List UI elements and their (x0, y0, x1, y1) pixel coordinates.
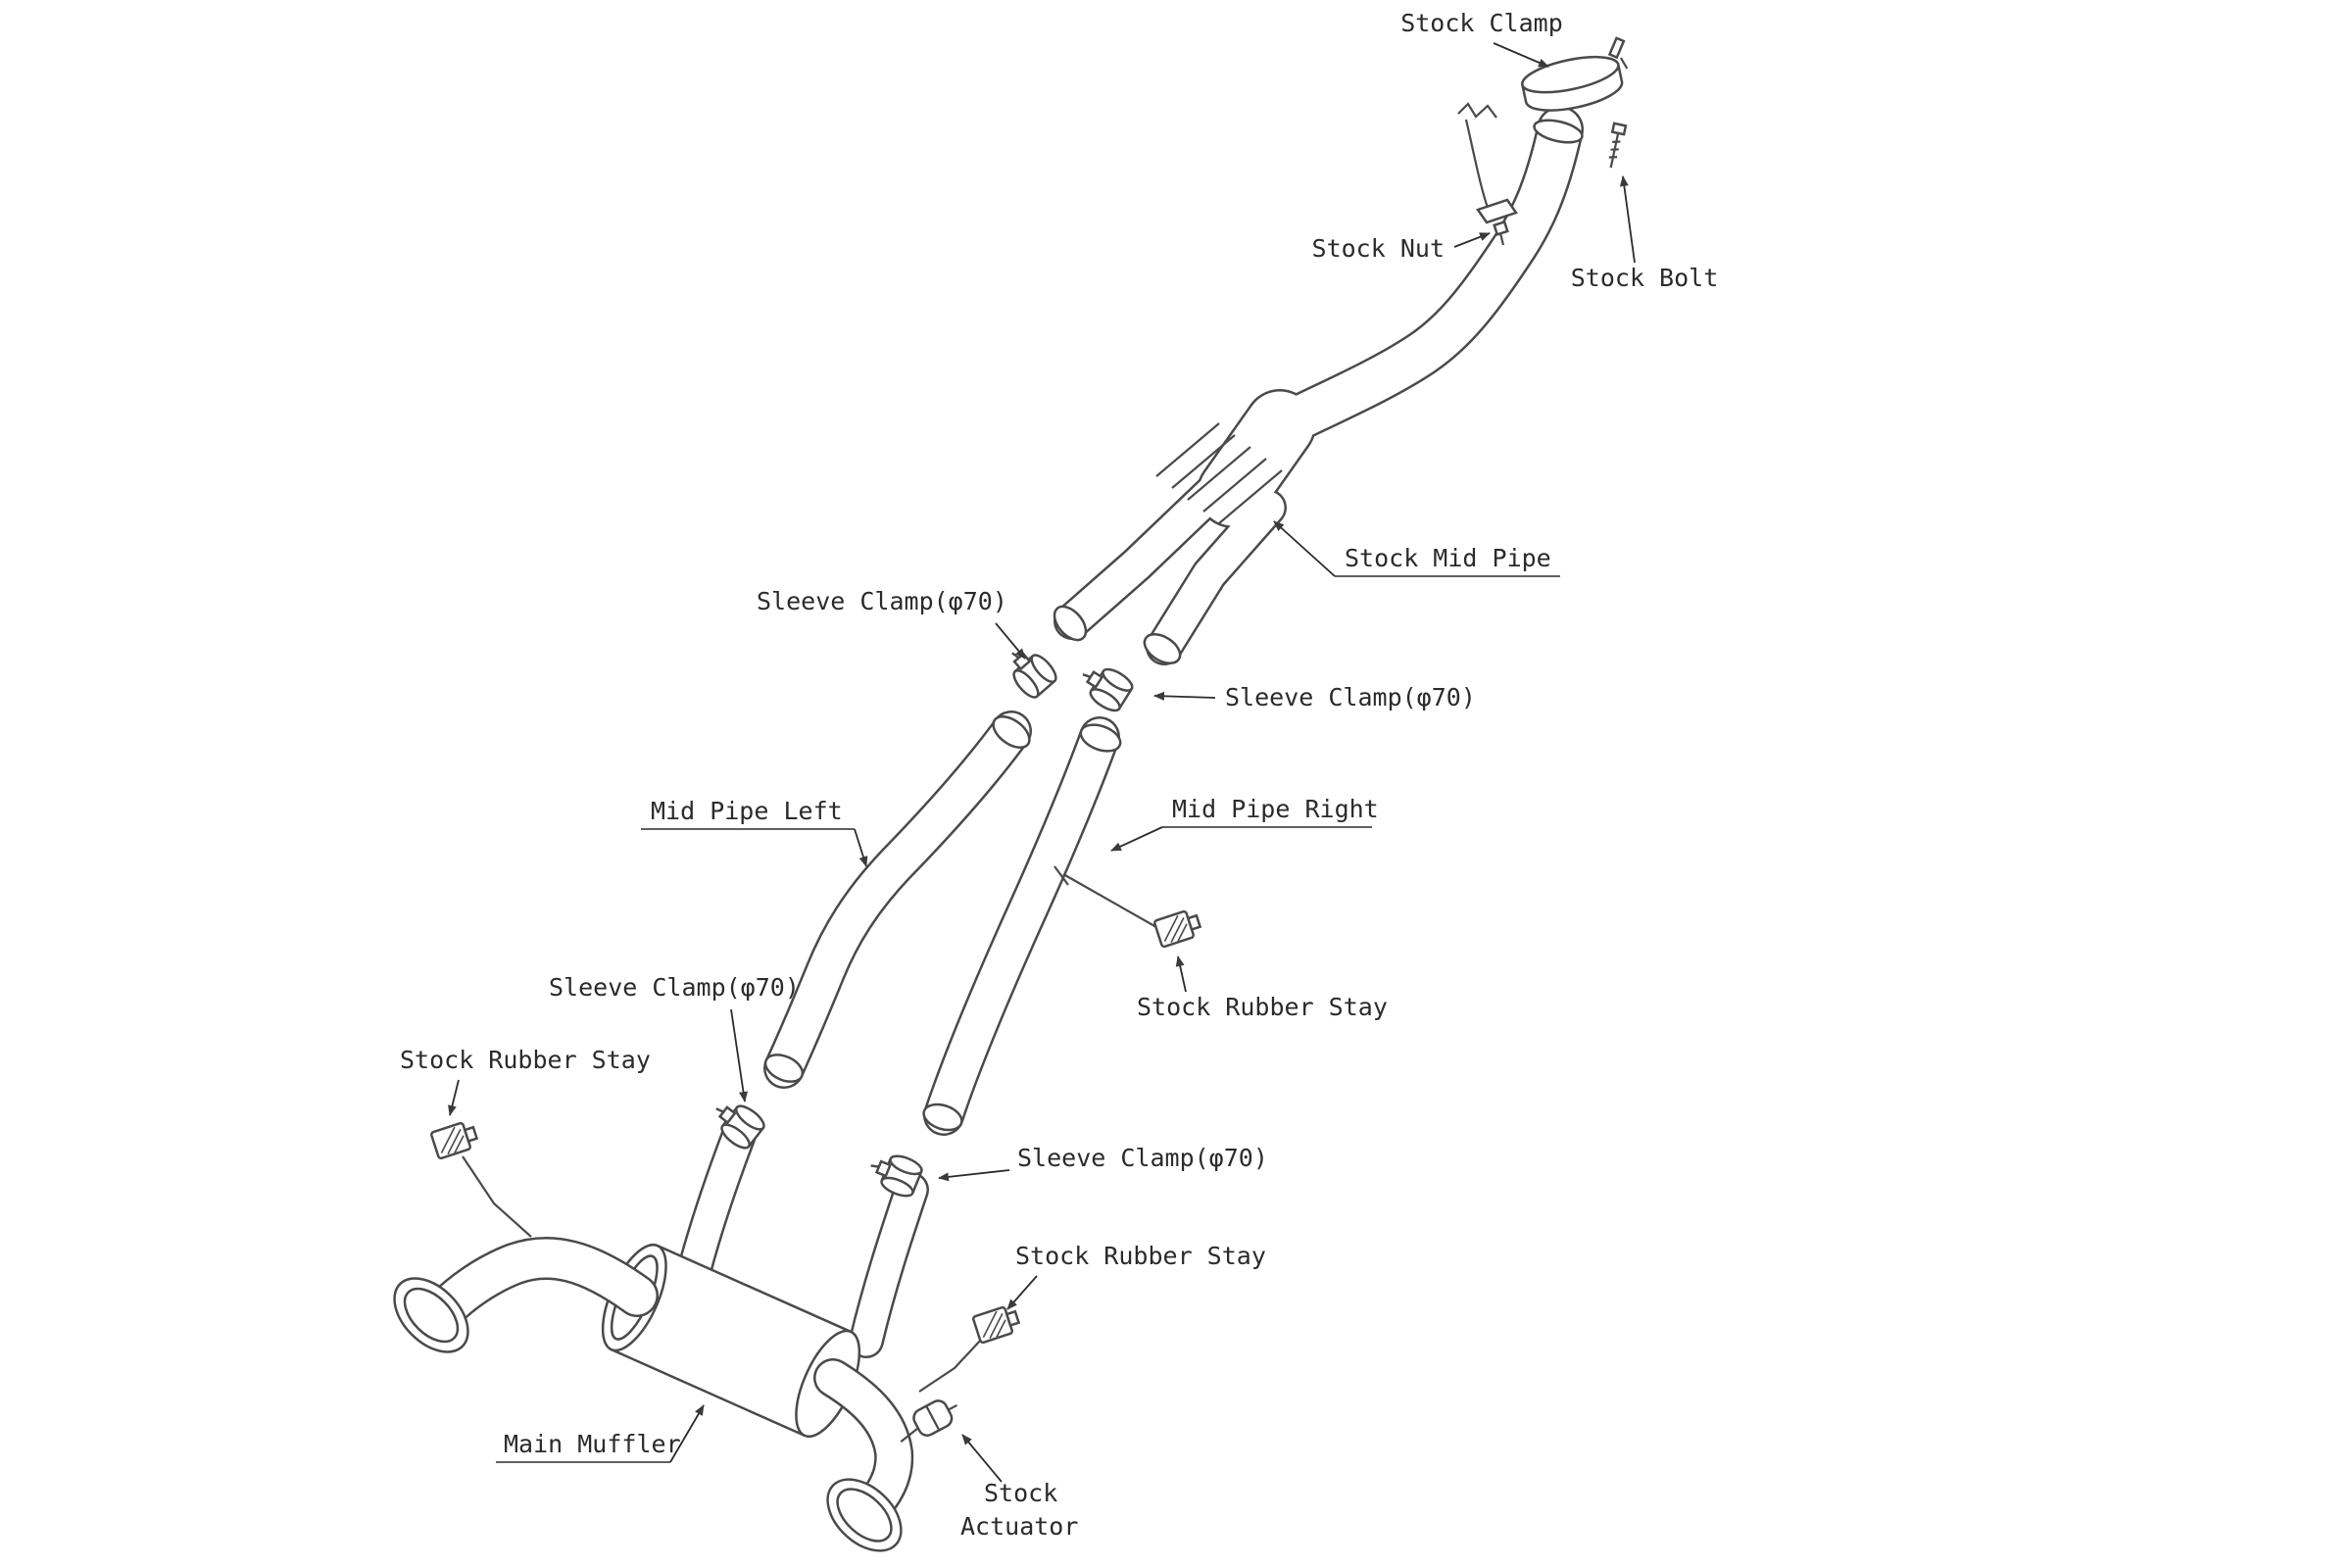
leader-stock-mid-pipe (1273, 520, 1336, 577)
sleeve-clamp-left (705, 1091, 769, 1153)
label-stock-rubber-stay-left: Stock Rubber Stay (400, 1046, 651, 1074)
actuator-nipple (948, 1403, 958, 1411)
label-stock-bolt: Stock Bolt (1571, 264, 1719, 292)
clamp-screw-tip (1619, 57, 1629, 70)
rubber-stay-lower (971, 1302, 1023, 1345)
actuator-seam (925, 1405, 941, 1431)
leader-stock-nut (1453, 232, 1491, 248)
stock-actuator-part (900, 1399, 958, 1444)
leader-sleeve-clamp-upper-left (995, 622, 1026, 660)
label-mid-pipe-right: Mid Pipe Right (1172, 795, 1379, 823)
leader-stock-clamp (1493, 42, 1549, 68)
label-sleeve-clamp-lower: Sleeve Clamp(φ70) (1017, 1144, 1268, 1172)
bracket-plate (1476, 198, 1518, 224)
label-stock-actuator-line1: Stock (984, 1479, 1057, 1507)
leader-mid-pipe-left (854, 828, 868, 867)
mid-pipe-left-fill (765, 712, 1030, 1087)
stock-bolt-part (1608, 122, 1628, 169)
left-tail-tip (393, 1277, 469, 1353)
leader-sleeve-clamp-upper-right (1153, 691, 1216, 701)
mid-pipe-outlet-right-fill (1148, 491, 1285, 663)
clamp-band-top (1521, 55, 1620, 94)
label-stock-actuator-line2: Actuator (960, 1512, 1078, 1541)
stock-mid-pipe-part (1053, 106, 1584, 665)
label-stock-clamp: Stock Clamp (1400, 9, 1563, 37)
pipe-opening-outlet-right (1143, 633, 1182, 664)
label-stock-nut: Stock Nut (1312, 234, 1445, 263)
muffler-inlet-stub-fill (678, 1119, 755, 1288)
pipe-opening (763, 1054, 805, 1083)
muffler-body-fill (611, 1246, 852, 1436)
bolt-head (1610, 122, 1628, 136)
nut-stud (1498, 232, 1505, 246)
stock-clamp-part (1520, 36, 1629, 112)
mid-pipe-right-fill (925, 718, 1118, 1134)
bolt-thread-2 (1610, 148, 1619, 151)
actuator-rod (900, 1427, 919, 1444)
right-pipe-stub-fill (851, 1174, 927, 1356)
bottom-tail-tip-opening (836, 1488, 893, 1543)
left-tailpipe-fill (425, 1239, 657, 1329)
sleeve-clamp-upper-left (998, 638, 1061, 703)
stay-rod-right (1054, 865, 1157, 928)
pipe-opening (1079, 723, 1122, 753)
label-stock-mid-pipe: Stock Mid Pipe (1345, 544, 1551, 572)
label-stock-rubber-stay-right: Stock Rubber Stay (1137, 993, 1388, 1021)
stay-rod-lower (918, 1338, 983, 1393)
bolt-thread-3 (1608, 156, 1618, 159)
leader-sleeve-clamp-left (730, 1008, 748, 1102)
label-main-muffler: Main Muffler (504, 1430, 681, 1458)
left-tail-tip-opening (403, 1287, 460, 1344)
label-mid-pipe-left: Mid Pipe Left (651, 797, 843, 825)
stock-nut-hardware (1493, 220, 1509, 236)
body-mount-squiggle (1457, 102, 1497, 119)
sleeve-clamp-upper-right (1072, 656, 1137, 716)
stay-rod-left (462, 1155, 532, 1238)
rubber-stay-right (1152, 906, 1204, 949)
label-sleeve-clamp-left: Sleeve Clamp(φ70) (549, 973, 800, 1002)
leader-stock-actuator (961, 1434, 1003, 1483)
leader-stock-rubber-stay-left (448, 1079, 460, 1116)
mid-pipe-right-part (922, 716, 1122, 1136)
bottom-tail-tip (826, 1478, 903, 1552)
flex-section-hatch (1155, 422, 1283, 524)
rubber-stay-left (429, 1118, 481, 1160)
leader-stock-rubber-stay-right (1175, 956, 1187, 993)
pipe-opening-top (1533, 119, 1584, 144)
pipe-opening (922, 1102, 963, 1132)
muffler-body-top (657, 1244, 852, 1334)
label-sleeve-clamp-upper-right: Sleeve Clamp(φ70) (1225, 683, 1476, 711)
leader-mid-pipe-right (1110, 826, 1163, 852)
left-tailpipe-part (393, 1237, 659, 1353)
pipe-opening-outlet-left (1053, 605, 1088, 642)
mid-pipe-main-fill (1254, 108, 1582, 451)
muffler-body-bottom (611, 1348, 806, 1438)
leader-stock-rubber-stay-lower (1006, 1275, 1038, 1310)
pipe-opening (992, 715, 1031, 749)
mid-pipe-outlet-left-fill (1055, 464, 1242, 638)
bolt-thread-1 (1612, 140, 1621, 143)
label-sleeve-clamp-upper-left: Sleeve Clamp(φ70) (757, 587, 1007, 615)
stock-nut-bracket-part (1457, 102, 1518, 246)
label-stock-rubber-stay-lower: Stock Rubber Stay (1015, 1242, 1266, 1270)
leader-sleeve-clamp-lower (938, 1169, 1010, 1182)
clamp-screw (1607, 36, 1626, 60)
callouts: Stock Clamp Stock Nut Stock Bolt Stock M… (400, 9, 1718, 1541)
leader-main-muffler (669, 1404, 705, 1463)
leader-stock-bolt (1619, 175, 1636, 264)
bottom-tailpipe-part (813, 1358, 914, 1552)
mid-pipe-left-part (763, 710, 1032, 1089)
bracket-rod (1464, 119, 1492, 215)
